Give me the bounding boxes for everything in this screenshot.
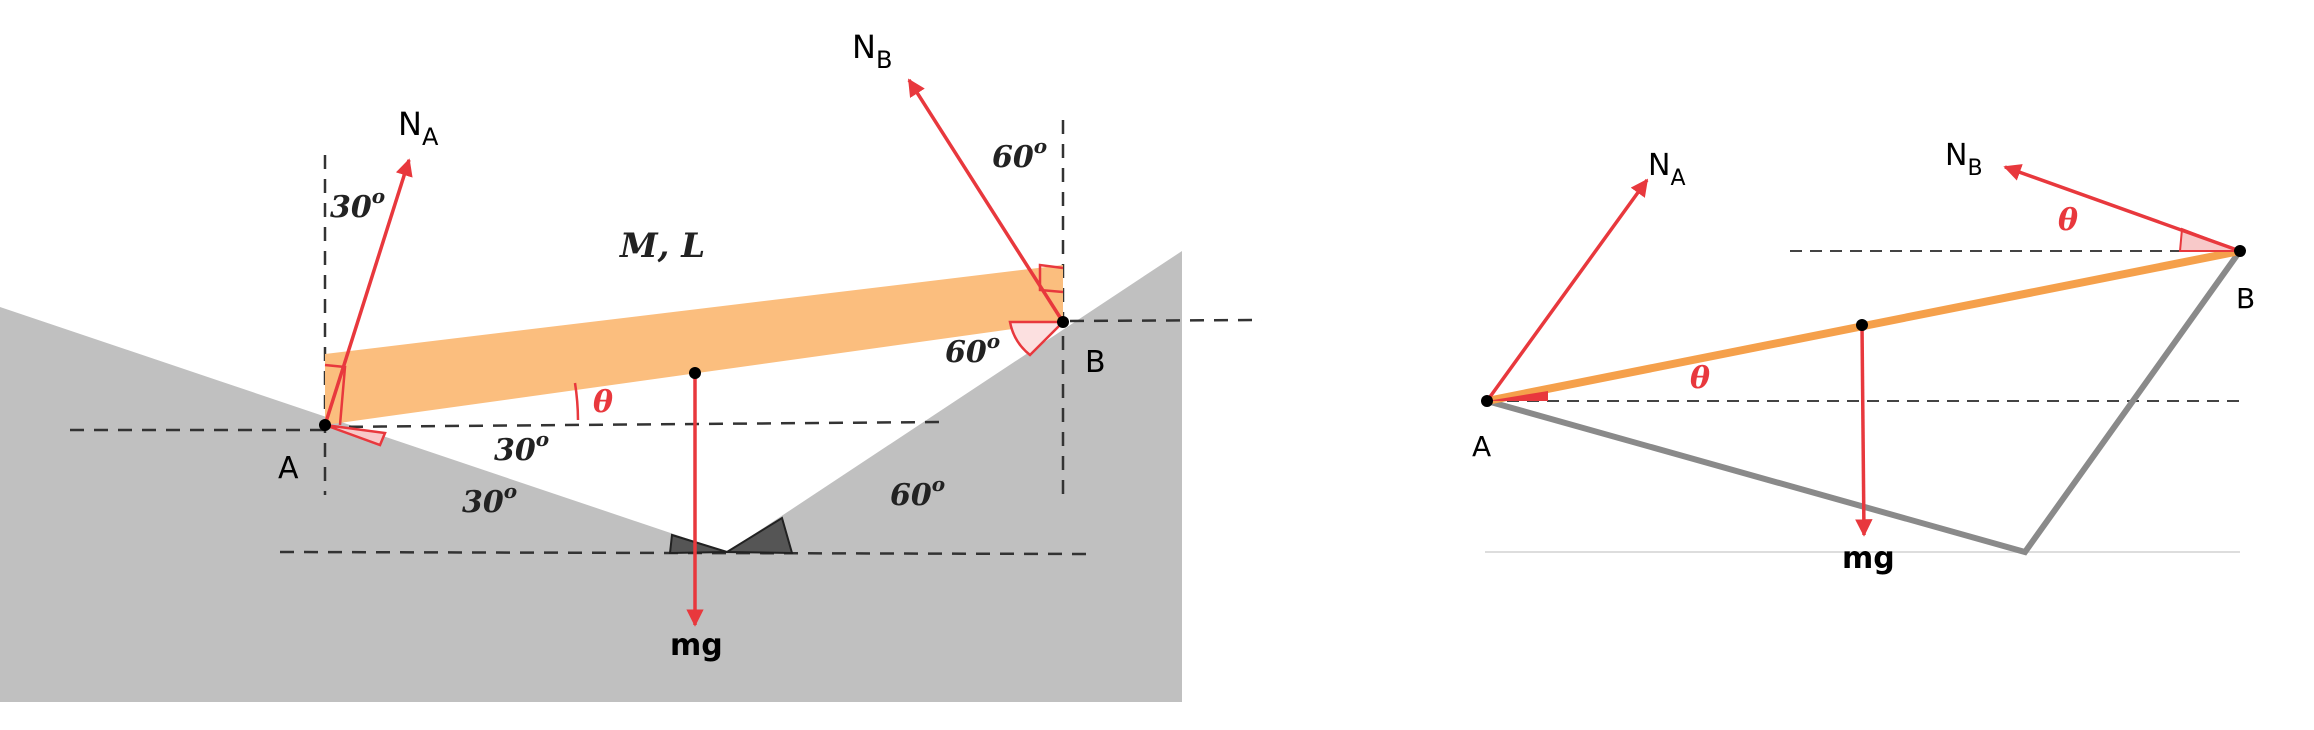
left-diagram: NA NB A B M, L mg θ 30o 60o 60o 30o 30o … [0, 28, 1263, 702]
left-nb-arrow [907, 78, 1065, 323]
right-point-a-label: A [1472, 430, 1491, 463]
right-nb-arrow [2003, 164, 2241, 253]
left-dashed-lines [70, 120, 1263, 556]
right-mg-arrow [1855, 324, 1873, 537]
right-na-arrow [1485, 178, 1649, 403]
right-support-triangle [1486, 249, 2243, 556]
right-diagram: NA NB A B mg θ θ [1472, 138, 2255, 576]
right-na-label: NA [1648, 148, 1686, 191]
left-na-label: NA [398, 105, 439, 151]
right-theta-nb-label: θ [2058, 203, 2078, 238]
left-rod [325, 265, 1063, 425]
left-center-of-mass [689, 367, 701, 379]
left-angle-marks [324, 263, 1067, 447]
right-point-a [1481, 395, 1493, 407]
left-point-b-label: B [1085, 345, 1106, 380]
left-mg-label: mg [670, 628, 723, 663]
right-mg-label: mg [1842, 541, 1895, 576]
left-nb-angle: 60o [992, 134, 1047, 175]
left-point-b [1057, 316, 1069, 328]
left-mass-length-label: M, L [619, 226, 705, 266]
left-nb-label: NB [852, 28, 892, 74]
left-point-a [319, 419, 331, 431]
left-incline-angle: 30o [462, 479, 517, 520]
left-na-angle: 30o [330, 184, 385, 225]
right-point-b [2234, 245, 2246, 257]
right-nb-label: NB [1945, 138, 1983, 181]
right-a-angle-mark [1487, 391, 1548, 401]
left-na-arrow [323, 158, 413, 426]
left-ground [0, 251, 1182, 702]
right-theta-rod-label: θ [1690, 361, 1710, 396]
right-point-b-label: B [2236, 282, 2255, 315]
left-b-angle: 60o [945, 329, 1000, 370]
right-center-of-mass [1856, 319, 1868, 331]
left-bottom-angles [668, 516, 794, 555]
left-point-a-label: A [278, 451, 299, 486]
right-incline-angle: 60o [890, 472, 945, 513]
left-a-angle: 30o [494, 427, 549, 468]
right-dashed-lines [1487, 250, 2240, 402]
left-theta-label: θ [593, 385, 613, 420]
